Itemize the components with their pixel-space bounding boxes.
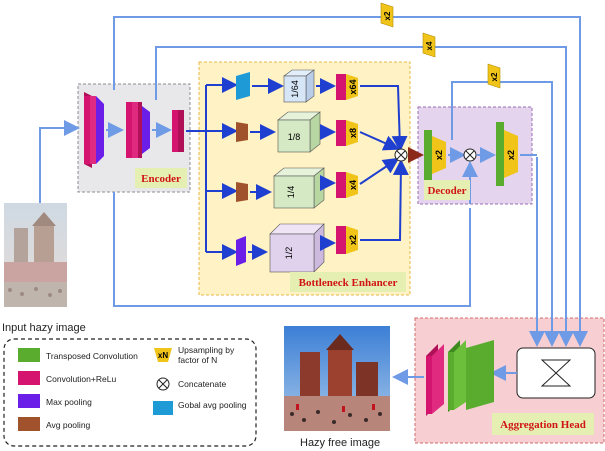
legend-transposed-conv-label: Transposed Convolution	[46, 351, 138, 361]
legend-xn-swatch: xN	[154, 348, 172, 362]
aggregation-conv-stack	[426, 340, 494, 416]
bottleneck-input-arrows	[186, 77, 238, 260]
svg-text:x4: x4	[348, 180, 358, 190]
svg-text:x8: x8	[348, 128, 358, 138]
svg-text:x2: x2	[490, 72, 499, 81]
decoder-label: Decoder	[427, 185, 466, 197]
input-hazy-image	[4, 203, 67, 307]
legend-avg-pool-label: Avg pooling	[46, 420, 91, 430]
legend-global-avg-pool-label: Gobal avg pooling	[178, 400, 247, 410]
bottleneck-label-box	[290, 272, 406, 292]
decoder-block-1: x2	[424, 130, 446, 180]
legend-upsampling-text-line2: factor of N	[178, 355, 217, 365]
svg-text:x4: x4	[425, 41, 434, 50]
legend-global-avg-pool-swatch	[153, 401, 173, 415]
bottleneck-row-3: 1/4 x4	[236, 167, 358, 209]
legend-transposed-conv-swatch	[18, 348, 40, 362]
concat-node-2	[463, 148, 477, 162]
bottleneck-row-2: 1/8 x8	[236, 111, 358, 153]
legend-concat-icon	[156, 377, 170, 391]
legend-conv-relu-swatch	[18, 371, 40, 385]
legend-max-pool-label: Max pooling	[46, 397, 92, 407]
svg-text:1/2: 1/2	[284, 247, 294, 260]
bottleneck-row-1: 1/64 x64	[236, 69, 358, 103]
svg-text:x2: x2	[383, 11, 392, 20]
skip-upsample-1: x2	[380, 2, 394, 28]
encoder-block-3	[172, 110, 184, 152]
input-label: Input hazy image	[2, 322, 86, 334]
legend-avg-pool-swatch	[18, 417, 40, 431]
output-hazy-free-image	[284, 326, 390, 431]
svg-text:1/4: 1/4	[286, 186, 296, 199]
bottleneck-label: Bottleneck Enhancer	[299, 277, 398, 289]
output-label: Hazy free image	[300, 437, 380, 449]
encoder-block-1	[84, 92, 104, 168]
svg-text:x64: x64	[348, 79, 358, 94]
legend-upsampling-label: Upsampling by factor of N	[178, 345, 237, 365]
decoder-block-2: x2	[496, 122, 518, 186]
bottleneck-row-4: 1/2 x2	[236, 223, 358, 273]
legend-max-pool-swatch	[18, 394, 40, 408]
legend-conv-relu-label: Convolution+ReLu	[46, 374, 116, 384]
svg-text:xN: xN	[158, 351, 168, 360]
skip-upsample-2: x4	[422, 32, 436, 58]
aggregation-label-box	[492, 413, 594, 435]
encoder-label-box	[135, 168, 187, 188]
input-arrow	[39, 120, 80, 203]
legend-box	[3, 338, 257, 447]
aggregation-concat-box	[516, 347, 596, 399]
bottleneck-merge-arrows	[359, 85, 409, 241]
svg-text:x2: x2	[348, 235, 358, 245]
svg-text:1/8: 1/8	[288, 132, 301, 142]
svg-text:1/64: 1/64	[290, 80, 300, 98]
concat-node-1	[394, 148, 408, 162]
legend-upsampling-text: Upsampling by	[178, 345, 235, 355]
aggregation-label: Aggregation Head	[500, 419, 586, 431]
skip-upsample-3: x2	[487, 63, 501, 89]
legend-concat-label: Concatenate	[178, 379, 226, 389]
encoder-label: Encoder	[141, 173, 181, 185]
encoder-block-2	[126, 102, 150, 158]
decoder-label-box	[424, 180, 470, 200]
svg-text:x2: x2	[506, 150, 516, 160]
skip-connections	[113, 16, 588, 347]
svg-text:x2: x2	[434, 150, 444, 160]
